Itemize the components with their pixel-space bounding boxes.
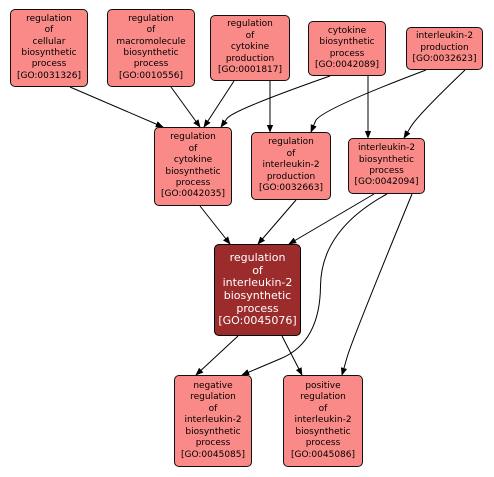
edge-n9-to-n10 [195,335,239,376]
edge-n5-to-n7 [310,69,427,133]
edges [69,69,466,376]
node-label-line: cytokine [327,25,367,36]
node-label-line: biosynthetic [21,48,77,58]
edge-n1-to-n6 [69,86,164,128]
node-label-line: [GO:0042035] [160,189,226,200]
node-label-line: process [175,177,211,188]
node-label-line: of [286,148,296,159]
node-label-line: cytokine [173,155,213,166]
node-label-line: [GO:0031326] [16,70,82,81]
edge-n5-to-n8 [403,69,466,139]
node-label-line: production [225,53,275,64]
node-label-line: cellular [32,36,66,47]
node-label-line: interleukin-2 [262,160,320,171]
node-label-line: biosynthetic [185,426,241,437]
node-label-line: [GO:0045086] [290,449,356,460]
edge-n3-to-n6 [203,80,235,128]
node-label-line: cytokine [230,42,270,53]
node-label-line: interleukin-2 [357,143,416,154]
node-label-line: of [252,263,263,277]
node-label-line: interleukin-2 [415,31,474,42]
node-label-line: of [188,143,198,154]
node-label-line: of [208,403,218,414]
edge-n8-to-n11 [340,193,413,376]
node-label-line: [GO:0042094] [354,177,419,188]
node-label-line: biosynthetic [165,166,221,177]
node-label-line: interleukin-2 [222,276,293,290]
node-label-line: negative [193,381,233,392]
node-label-line: regulation [170,132,216,143]
node-label-line: production [266,171,316,182]
node-label-line: biosynthetic [123,48,179,58]
node-label-line: [GO:0001817] [217,65,283,76]
node-label-line: biosynthetic [358,154,415,165]
node-label-line: positive [305,381,341,392]
node-label-line: process [369,166,404,176]
edge-n7-to-n9 [257,199,297,245]
node-label-line: regulation [128,13,174,24]
node-label-line: regulation [190,392,236,403]
node-label-line: process [195,438,231,449]
node-label-line: regulation [229,251,286,265]
node-label-line: [GO:0042089] [314,59,380,70]
edge-n8-to-n9 [288,193,375,245]
node-label-line: process [133,59,169,70]
edge-n4-to-n6 [220,75,331,128]
node-label-line: regulation [300,392,346,403]
node-label-line: biosynthetic [319,37,375,48]
node-label-line: of [245,30,255,41]
edge-n2-to-n6 [170,86,201,128]
node-label-line: [GO:0045085] [180,449,246,460]
node-label-line: regulation [227,19,273,30]
node-label-line: [GO:0010556] [118,70,184,81]
node-label-line: biosynthetic [223,289,292,302]
node-label-line: interleukin-2 [184,415,242,426]
node-label-line: process [329,48,365,59]
edge-n8-to-n10 [241,193,388,376]
node-label-line: production [420,42,469,53]
node-label-line: regulation [268,137,314,148]
node-label-line: biosynthetic [295,426,351,437]
node-label-line: process [236,301,279,315]
node-label-line: [GO:0032663] [258,183,324,194]
node-label-line: of [318,403,328,414]
edge-n9-to-n11 [281,335,303,376]
node-label-line: interleukin-2 [294,415,352,426]
node-label-line: process [31,59,67,70]
node-label-line: of [44,25,54,36]
node-label-line: process [305,438,341,449]
edge-n6-to-n9 [199,205,231,245]
node-label-line: regulation [26,13,72,24]
node-label-line: macromolecule [116,36,186,47]
node-label-line: of [146,25,156,36]
node-label-line: [GO:0045076] [218,314,297,328]
node-label-line: [GO:0032623] [412,54,477,65]
